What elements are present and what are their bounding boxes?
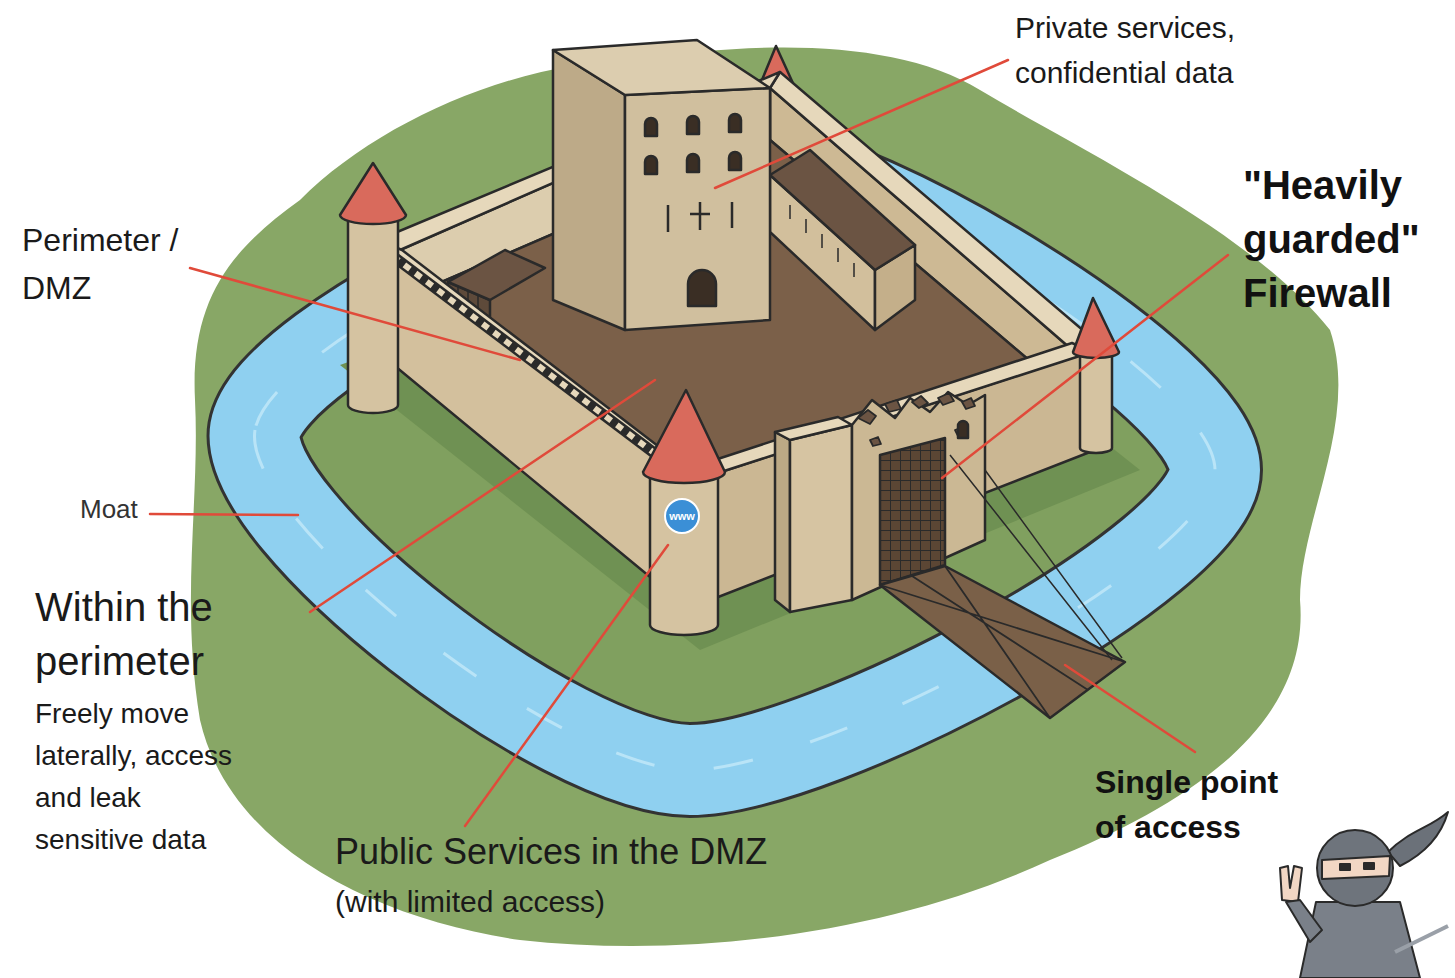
ninja-body bbox=[1300, 902, 1420, 978]
www-icon bbox=[665, 499, 699, 533]
icon-label: www bbox=[669, 511, 695, 522]
callout-heading: Single point of access bbox=[1095, 760, 1295, 850]
leader-line bbox=[310, 380, 655, 612]
ninja-head bbox=[1317, 830, 1393, 906]
front-right-wall bbox=[690, 352, 1090, 608]
castle bbox=[340, 40, 1125, 718]
keep-top bbox=[553, 40, 770, 95]
rubble bbox=[858, 393, 975, 446]
leader-line bbox=[465, 545, 668, 826]
ninja-scarf bbox=[1388, 812, 1448, 866]
ninja-eye-band bbox=[1322, 856, 1390, 879]
leader-lines bbox=[150, 60, 1228, 826]
front-tower bbox=[650, 472, 718, 635]
portcullis-gate bbox=[880, 438, 945, 585]
drawbridge-chains bbox=[950, 455, 1122, 660]
grass-island bbox=[191, 48, 1338, 947]
broken-wall bbox=[852, 392, 985, 600]
drawbridge-planks bbox=[880, 566, 1125, 718]
ninja-arm bbox=[1286, 900, 1322, 942]
ninja-hand bbox=[1280, 866, 1302, 902]
keep-marks bbox=[668, 202, 732, 232]
keep-door bbox=[688, 270, 716, 306]
right-tower-roof bbox=[1073, 298, 1119, 358]
callout-label: Perimeter / DMZ bbox=[22, 216, 202, 312]
front-left-wall bbox=[378, 245, 690, 610]
callout-note: (with limited access) bbox=[335, 884, 605, 920]
drawbridge bbox=[880, 566, 1125, 718]
ninja-figure bbox=[1280, 812, 1448, 978]
leader-line bbox=[715, 60, 1008, 188]
callout-heading: "Heavily guarded" Firewall bbox=[1243, 158, 1445, 320]
gatehouse-top bbox=[775, 417, 852, 440]
gatehouse-side bbox=[775, 432, 790, 612]
battlements-light bbox=[382, 248, 686, 477]
callout-label: Private services, confidential data bbox=[1015, 5, 1315, 95]
wall-window bbox=[958, 421, 968, 438]
keep-windows bbox=[645, 114, 741, 174]
callout-heading: Within the perimeter bbox=[35, 580, 285, 688]
gatehouse-front bbox=[790, 425, 852, 612]
leader-line bbox=[1065, 665, 1195, 752]
ninja-sword bbox=[1395, 926, 1448, 952]
front-tower-roof bbox=[643, 390, 725, 483]
leader-line bbox=[942, 255, 1228, 478]
barracks-roof bbox=[770, 150, 915, 270]
callout-label: Public Services in the DMZ bbox=[335, 830, 767, 873]
callout-label: Moat bbox=[80, 494, 138, 525]
ninja-eyes bbox=[1340, 863, 1374, 870]
keep-front bbox=[625, 88, 770, 330]
left-tower-roof bbox=[340, 163, 406, 224]
battlements-dark bbox=[382, 248, 686, 477]
shed-roof bbox=[448, 250, 545, 300]
keep-side bbox=[553, 50, 625, 330]
front-left-wall-top bbox=[378, 240, 690, 482]
leader-line bbox=[150, 514, 298, 515]
leader-line bbox=[190, 268, 520, 360]
callout-note: Freely move laterally, access and leak s… bbox=[35, 693, 247, 861]
